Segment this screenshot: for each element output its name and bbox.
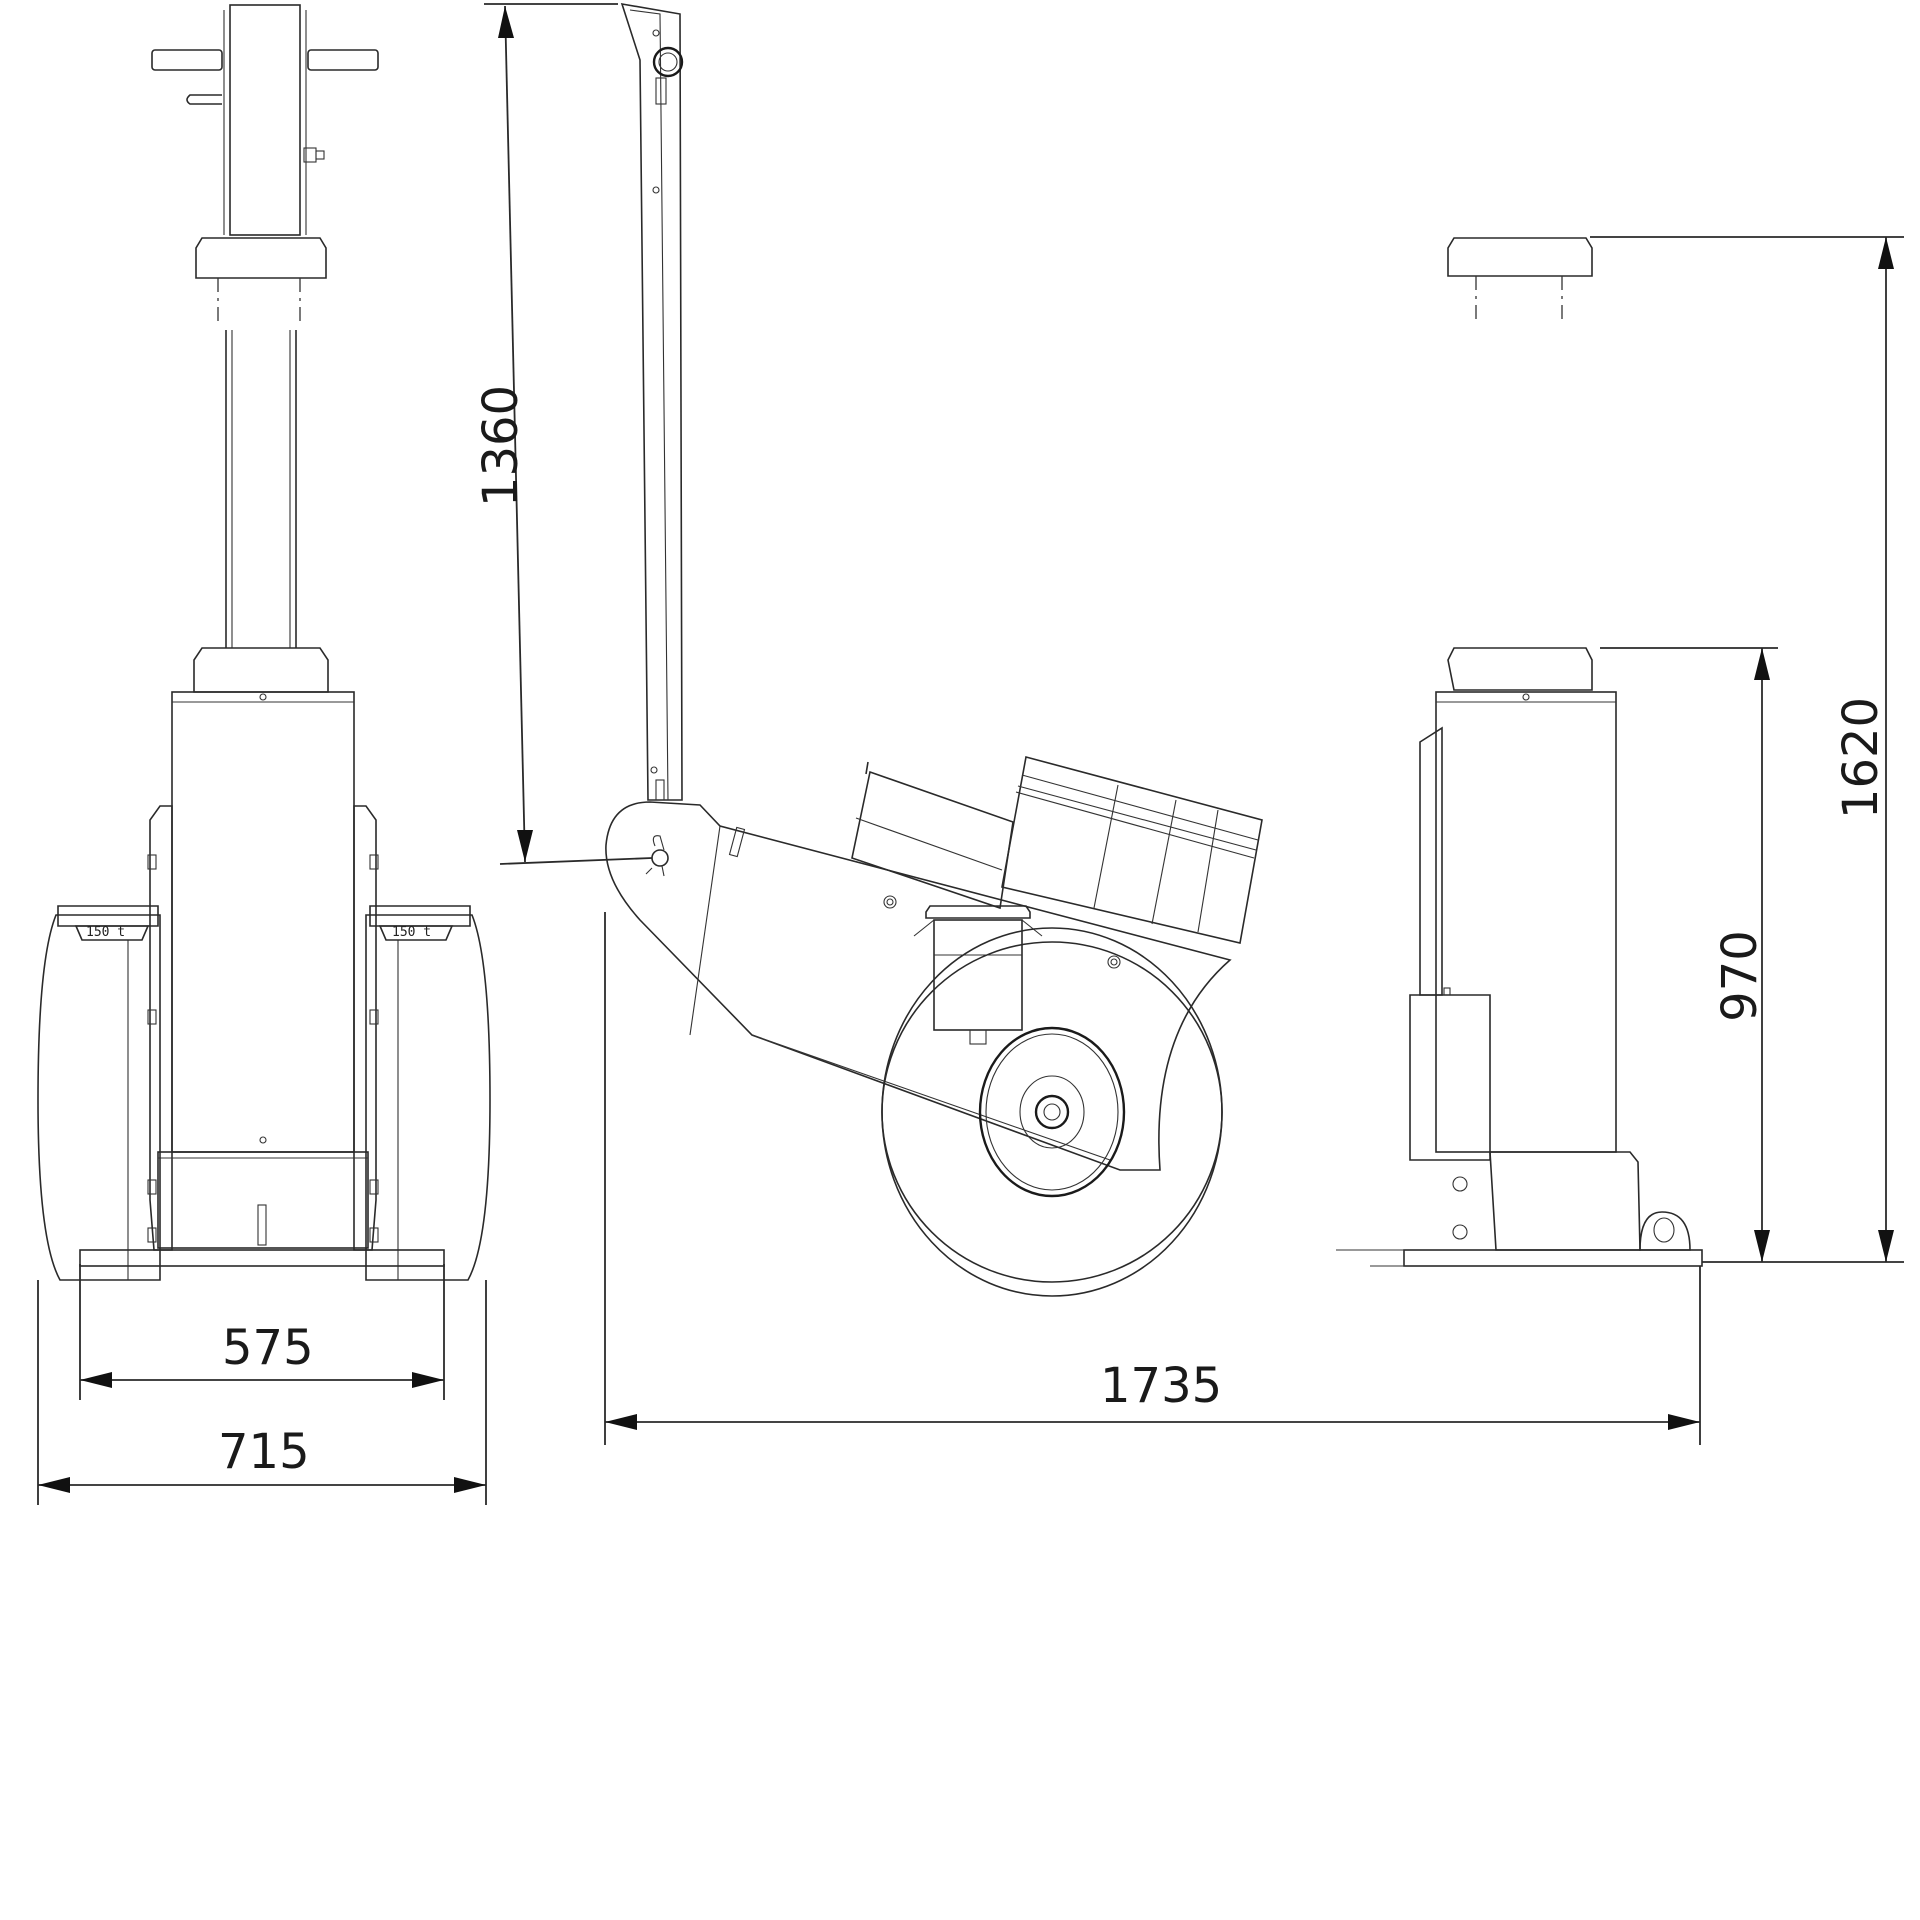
dimension-overall-length: 1735 [1100, 1358, 1223, 1414]
front-view [37, 4, 491, 1281]
dimension-lines [37, 3, 1904, 1505]
dimension-min-height: 970 [1711, 930, 1768, 1022]
dimension-max-height: 1620 [1833, 696, 1890, 820]
capacity-label-right: 150 t [392, 925, 432, 940]
dimension-handle-height: 1360 [473, 384, 530, 508]
dimension-wheel-track: 575 [222, 1320, 314, 1376]
dimension-overall-width: 715 [218, 1424, 310, 1480]
capacity-label-left: 150 t [86, 925, 126, 940]
side-view [605, 2, 1703, 1297]
